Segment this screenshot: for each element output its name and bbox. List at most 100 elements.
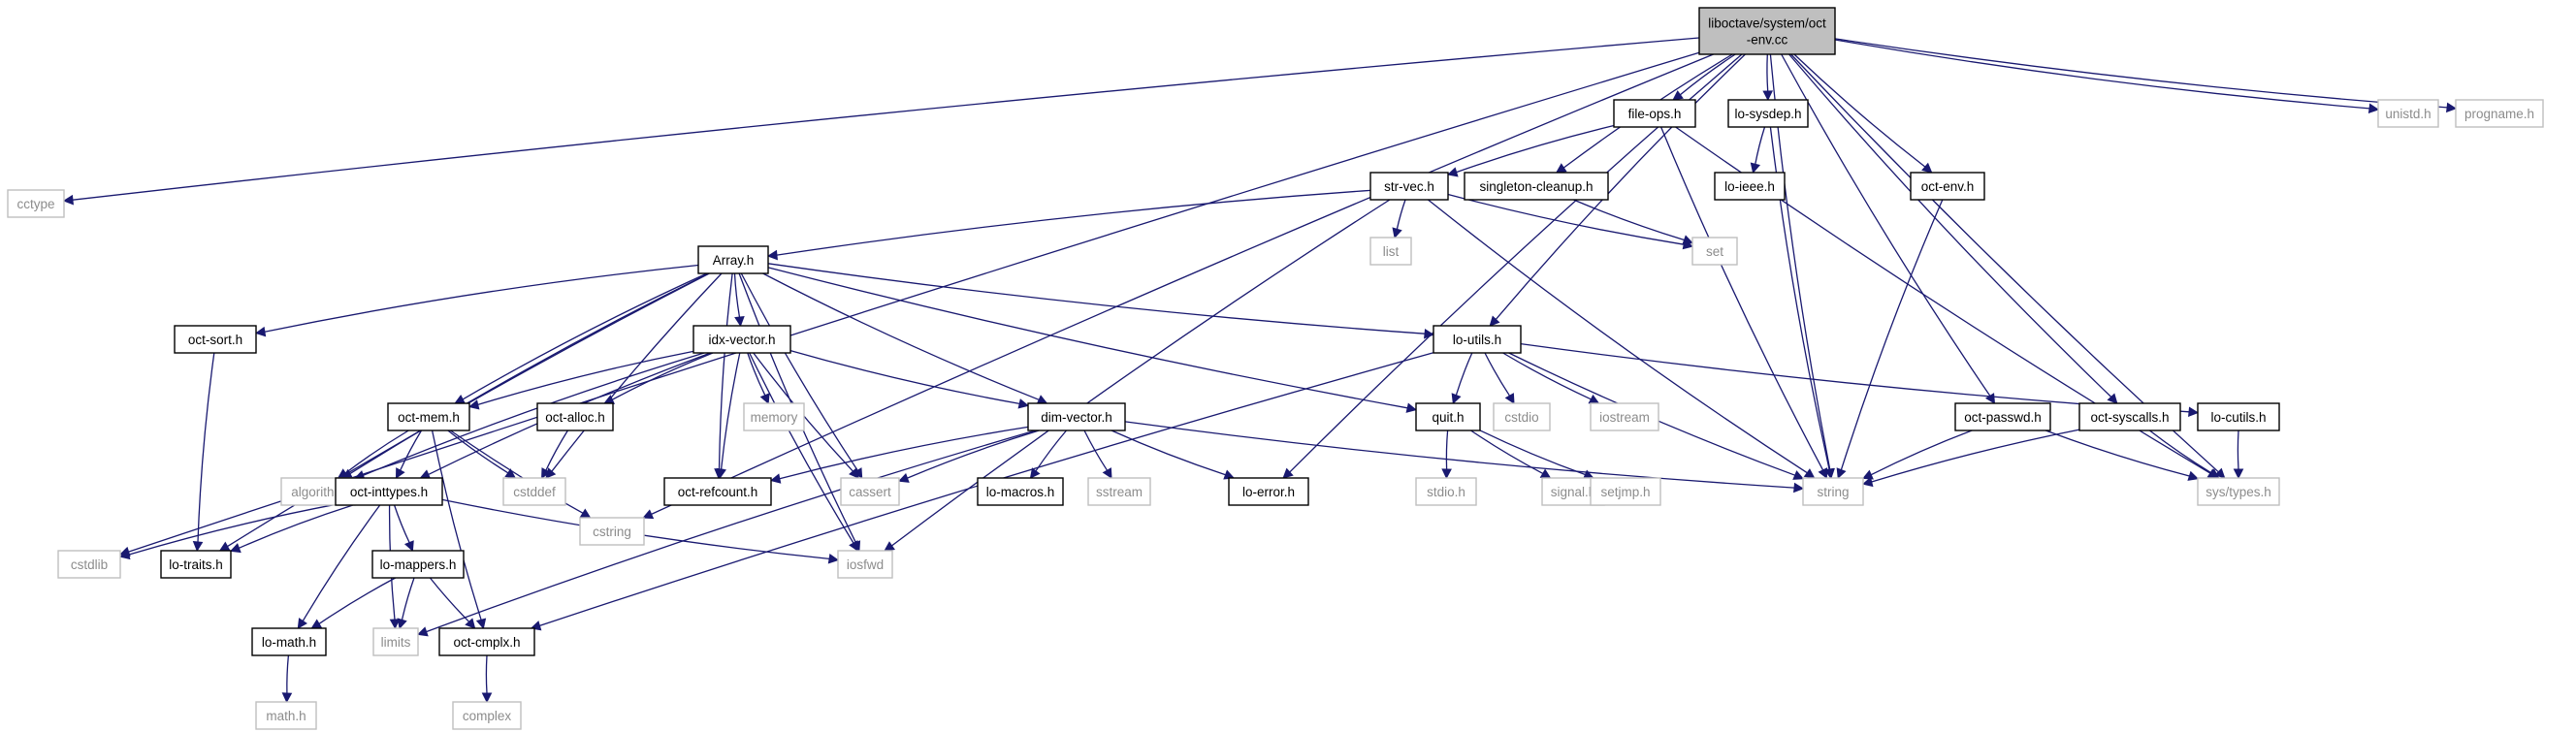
edge-idxvector-to-dimvector — [789, 349, 1030, 409]
node-octinttypes[interactable]: oct-inttypes.h — [335, 477, 443, 506]
edge-octinttypes-to-lomappers — [393, 504, 414, 553]
edge-octalloc-to-cstddef — [541, 430, 568, 479]
node-lotraits[interactable]: lo-traits.h — [160, 550, 232, 579]
node-loutils[interactable]: lo-utils.h — [1433, 325, 1522, 354]
node-lomacros[interactable]: lo-macros.h — [977, 477, 1064, 506]
node-label: sstream — [1096, 485, 1143, 499]
edge-root-to-unistd — [1834, 39, 2380, 114]
edge-layer — [62, 37, 2458, 704]
node-singleton[interactable]: singleton-cleanup.h — [1464, 172, 1609, 201]
node-label: lo-error.h — [1242, 485, 1295, 499]
edge-idxvector-to-iosfwd — [749, 352, 858, 552]
edge-fileops-to-strvec — [1446, 124, 1615, 177]
node-octenvh[interactable]: oct-env.h — [1910, 172, 1985, 201]
edge-idxvector-to-memory — [747, 352, 770, 405]
edge-dimvector-to-octrefcount — [769, 426, 1029, 484]
node-lomappers[interactable]: lo-mappers.h — [371, 550, 465, 579]
node-label: cassert — [849, 485, 891, 499]
node-octsort[interactable]: oct-sort.h — [174, 325, 257, 354]
edge-root-to-cctype — [62, 37, 1700, 206]
node-label: oct-inttypes.h — [350, 485, 428, 499]
node-strvec[interactable]: str-vec.h — [1369, 172, 1449, 201]
node-octsyscalls[interactable]: oct-syscalls.h — [2078, 402, 2181, 431]
edge-dimvector-to-loerror — [1111, 430, 1236, 480]
edge-octinttypes-to-lomath — [297, 504, 381, 629]
edge-strvec-to-iosfwd — [884, 199, 1391, 552]
node-fileops[interactable]: file-ops.h — [1613, 99, 1696, 128]
edge-arrayh-to-loutils — [767, 263, 1435, 339]
node-octpasswd[interactable]: oct-passwd.h — [1954, 402, 2051, 431]
node-locutils[interactable]: lo-cutils.h — [2197, 402, 2280, 431]
node-sstream: sstream — [1087, 477, 1151, 506]
node-arrayh[interactable]: Array.h — [697, 245, 769, 274]
node-label: unistd.h — [2385, 107, 2431, 121]
edge-arrayh-to-algorithm — [341, 272, 710, 479]
edge-octinttypes-to-cstdlib — [118, 503, 337, 560]
node-quith[interactable]: quit.h — [1415, 402, 1481, 431]
edge-arrayh-to-dimvector — [762, 272, 1048, 404]
node-octalloc[interactable]: oct-alloc.h — [536, 402, 614, 431]
node-label: -env.cc — [1747, 33, 1788, 48]
node-label: Array.h — [713, 253, 755, 268]
node-idxvector[interactable]: idx-vector.h — [692, 325, 791, 354]
node-set: set — [1691, 237, 1738, 266]
node-label: setjmp.h — [1600, 485, 1650, 499]
node-root: liboctave/system/oct -env.cc — [1698, 7, 1836, 55]
node-octmem[interactable]: oct-mem.h — [387, 402, 470, 431]
edge-idxvector-to-octmem — [467, 350, 694, 410]
node-label: set — [1706, 244, 1723, 259]
node-label: complex — [463, 709, 512, 723]
edge-arrayh-to-quith — [767, 267, 1418, 413]
node-octcmplx[interactable]: oct-cmplx.h — [438, 627, 535, 656]
node-unistd: unistd.h — [2377, 99, 2439, 128]
edge-arrayh-to-octsort — [254, 264, 699, 337]
node-cctype: cctype — [7, 189, 65, 218]
node-systypes: sys/types.h — [2197, 477, 2280, 506]
node-loerror[interactable]: lo-error.h — [1228, 477, 1309, 506]
edge-arrayh-to-idxvector — [733, 272, 745, 328]
node-loieee[interactable]: lo-ieee.h — [1714, 172, 1786, 201]
node-losysdep[interactable]: lo-sysdep.h — [1727, 99, 1809, 128]
edge-quith-to-signalh — [1470, 430, 1552, 479]
edge-lomath-to-mathh — [281, 654, 293, 704]
edge-octpasswd-to-systypes — [2045, 430, 2200, 481]
node-label: algorithm — [291, 485, 345, 499]
edge-dimvector-to-limits — [416, 430, 1036, 637]
node-label: string — [1817, 485, 1849, 499]
node-label: lo-cutils.h — [2210, 410, 2266, 425]
node-label: oct-sort.h — [188, 333, 242, 347]
node-label: lo-sysdep.h — [1734, 107, 1801, 121]
edge-strvec-to-string — [1427, 199, 1816, 479]
node-octrefcount[interactable]: oct-refcount.h — [663, 477, 772, 506]
node-label: iosfwd — [847, 557, 884, 572]
edge-root-to-loutils — [1489, 53, 1746, 327]
node-complex: complex — [452, 701, 522, 730]
node-label: oct-passwd.h — [1964, 410, 2042, 425]
node-iostream: iostream — [1590, 402, 1659, 431]
node-cstdio: cstdio — [1493, 402, 1551, 431]
node-lomath[interactable]: lo-math.h — [251, 627, 327, 656]
edge-strvec-to-set — [1447, 193, 1694, 250]
node-label: dim-vector.h — [1041, 410, 1112, 425]
node-label: singleton-cleanup.h — [1479, 179, 1593, 194]
node-label: lo-mappers.h — [380, 557, 457, 572]
node-dimvector[interactable]: dim-vector.h — [1027, 402, 1126, 431]
edge-losysdep-to-loieee — [1750, 126, 1766, 175]
edge-lomappers-to-limits — [397, 577, 415, 630]
edge-dimvector-to-sstream — [1083, 430, 1112, 479]
edge-octenvh-to-string — [1836, 199, 1944, 480]
node-limits: limits — [372, 627, 419, 656]
edge-loutils-to-quith — [1451, 352, 1473, 405]
edge-octcmplx-to-complex — [481, 654, 493, 704]
node-memory: memory — [743, 402, 805, 431]
node-label: math.h — [266, 709, 306, 723]
node-label: lo-utils.h — [1453, 333, 1501, 347]
node-iosfwd: iosfwd — [837, 550, 893, 579]
edge-loutils-to-cstdio — [1484, 352, 1515, 404]
node-label: liboctave/system/oct — [1708, 16, 1826, 31]
edge-root-to-fileops — [1672, 53, 1736, 101]
edge-lomappers-to-octcmplx — [429, 577, 476, 629]
edge-root-to-octsyscalls — [1788, 53, 2118, 404]
edge-singleton-to-set — [1573, 199, 1694, 245]
